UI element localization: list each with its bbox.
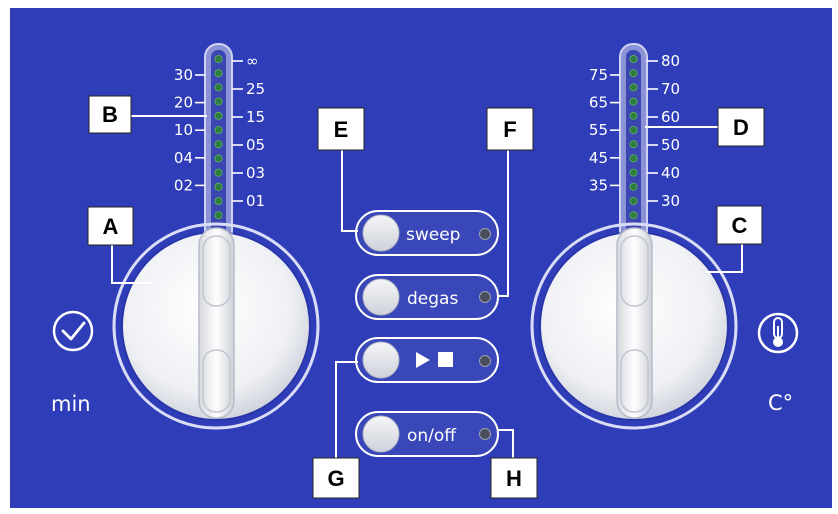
led-dot — [214, 83, 223, 92]
thermometer-icon — [757, 312, 799, 354]
scale-label: 15 — [246, 108, 265, 126]
start-stop-indicator-led — [479, 355, 491, 367]
on-off-button-label: on/off — [407, 426, 457, 446]
scale-label: 10 — [174, 121, 193, 139]
led-dot — [214, 55, 223, 64]
scale-label: 30 — [174, 66, 193, 84]
callout-leaders — [111, 115, 743, 460]
led-dot — [214, 168, 223, 177]
led-dot — [629, 182, 638, 191]
timer-unit-label: min — [51, 392, 91, 416]
degas-indicator-led — [479, 291, 491, 303]
led-dot — [629, 154, 638, 163]
scale-label: 20 — [174, 94, 193, 112]
sweep-button[interactable]: sweep — [355, 210, 499, 256]
timer-scale-left: 30 20 10 04 02 — [174, 66, 205, 194]
clock-check-icon — [52, 310, 94, 352]
led-dot — [629, 111, 638, 120]
svg-text:D: D — [733, 115, 749, 140]
svg-text:G: G — [327, 466, 344, 491]
led-dot — [214, 140, 223, 149]
scale-label: 45 — [589, 149, 608, 167]
svg-text:C: C — [732, 213, 748, 238]
led-dot — [629, 69, 638, 78]
temperature-scale-left: 75 65 55 45 35 — [589, 66, 620, 194]
scale-label: 40 — [661, 164, 680, 182]
timer-scale-right: ∞ 25 15 05 03 01 — [232, 52, 265, 210]
temperature-knob[interactable] — [530, 222, 738, 430]
callout-d: D — [717, 107, 765, 147]
degas-button[interactable]: degas — [355, 274, 499, 320]
scale-label: 01 — [246, 192, 265, 210]
led-dot — [214, 196, 223, 205]
scale-label: 55 — [589, 121, 608, 139]
svg-text:E: E — [334, 117, 349, 142]
on-off-button[interactable]: on/off — [355, 411, 499, 457]
temperature-unit-label: C° — [768, 391, 793, 415]
led-dot — [214, 97, 223, 106]
scale-label: 35 — [589, 176, 608, 194]
callout-f: F — [486, 107, 534, 151]
led-dot — [629, 55, 638, 64]
temperature-led-bar — [619, 43, 648, 245]
led-dot — [214, 126, 223, 135]
scale-label: 50 — [661, 136, 680, 154]
svg-text:A: A — [103, 214, 119, 239]
led-dot — [629, 211, 638, 220]
callout-g: G — [312, 457, 360, 499]
led-dot — [214, 182, 223, 191]
timer-knob[interactable] — [112, 222, 320, 430]
sweep-button-label: sweep — [406, 225, 460, 245]
callout-b: B — [88, 95, 132, 134]
scale-label: 03 — [246, 164, 265, 182]
svg-text:H: H — [506, 466, 522, 491]
led-dot — [214, 111, 223, 120]
on-off-indicator-led — [479, 428, 491, 440]
scale-label: 70 — [661, 80, 680, 98]
degas-button-label: degas — [407, 289, 458, 309]
scale-label: 60 — [661, 108, 680, 126]
scale-label: 30 — [661, 192, 680, 210]
play-stop-icon — [416, 352, 453, 368]
svg-text:B: B — [102, 102, 118, 127]
temperature-scale-right: 80 70 60 50 40 30 — [647, 52, 680, 210]
callout-e: E — [317, 107, 365, 151]
led-dot — [214, 69, 223, 78]
scale-label: 75 — [589, 66, 608, 84]
scale-label: 02 — [174, 176, 193, 194]
led-dot — [629, 140, 638, 149]
scale-label: 04 — [174, 149, 193, 167]
sweep-indicator-led — [479, 228, 491, 240]
led-dot — [214, 211, 223, 220]
start-stop-button[interactable] — [355, 337, 499, 383]
callout-a: A — [87, 206, 134, 246]
scale-label: 25 — [246, 80, 265, 98]
scale-label: 65 — [589, 94, 608, 112]
callout-c: C — [716, 205, 763, 245]
scale-label: 80 — [661, 52, 680, 70]
scale-label: 05 — [246, 136, 265, 154]
led-dot — [629, 126, 638, 135]
timer-led-bar — [204, 43, 233, 245]
led-dot — [214, 154, 223, 163]
svg-text:F: F — [503, 117, 516, 142]
scale-label: ∞ — [246, 52, 259, 70]
led-dot — [629, 83, 638, 92]
led-dot — [629, 97, 638, 106]
led-dot — [629, 196, 638, 205]
led-dot — [629, 168, 638, 177]
callout-h: H — [490, 457, 538, 499]
